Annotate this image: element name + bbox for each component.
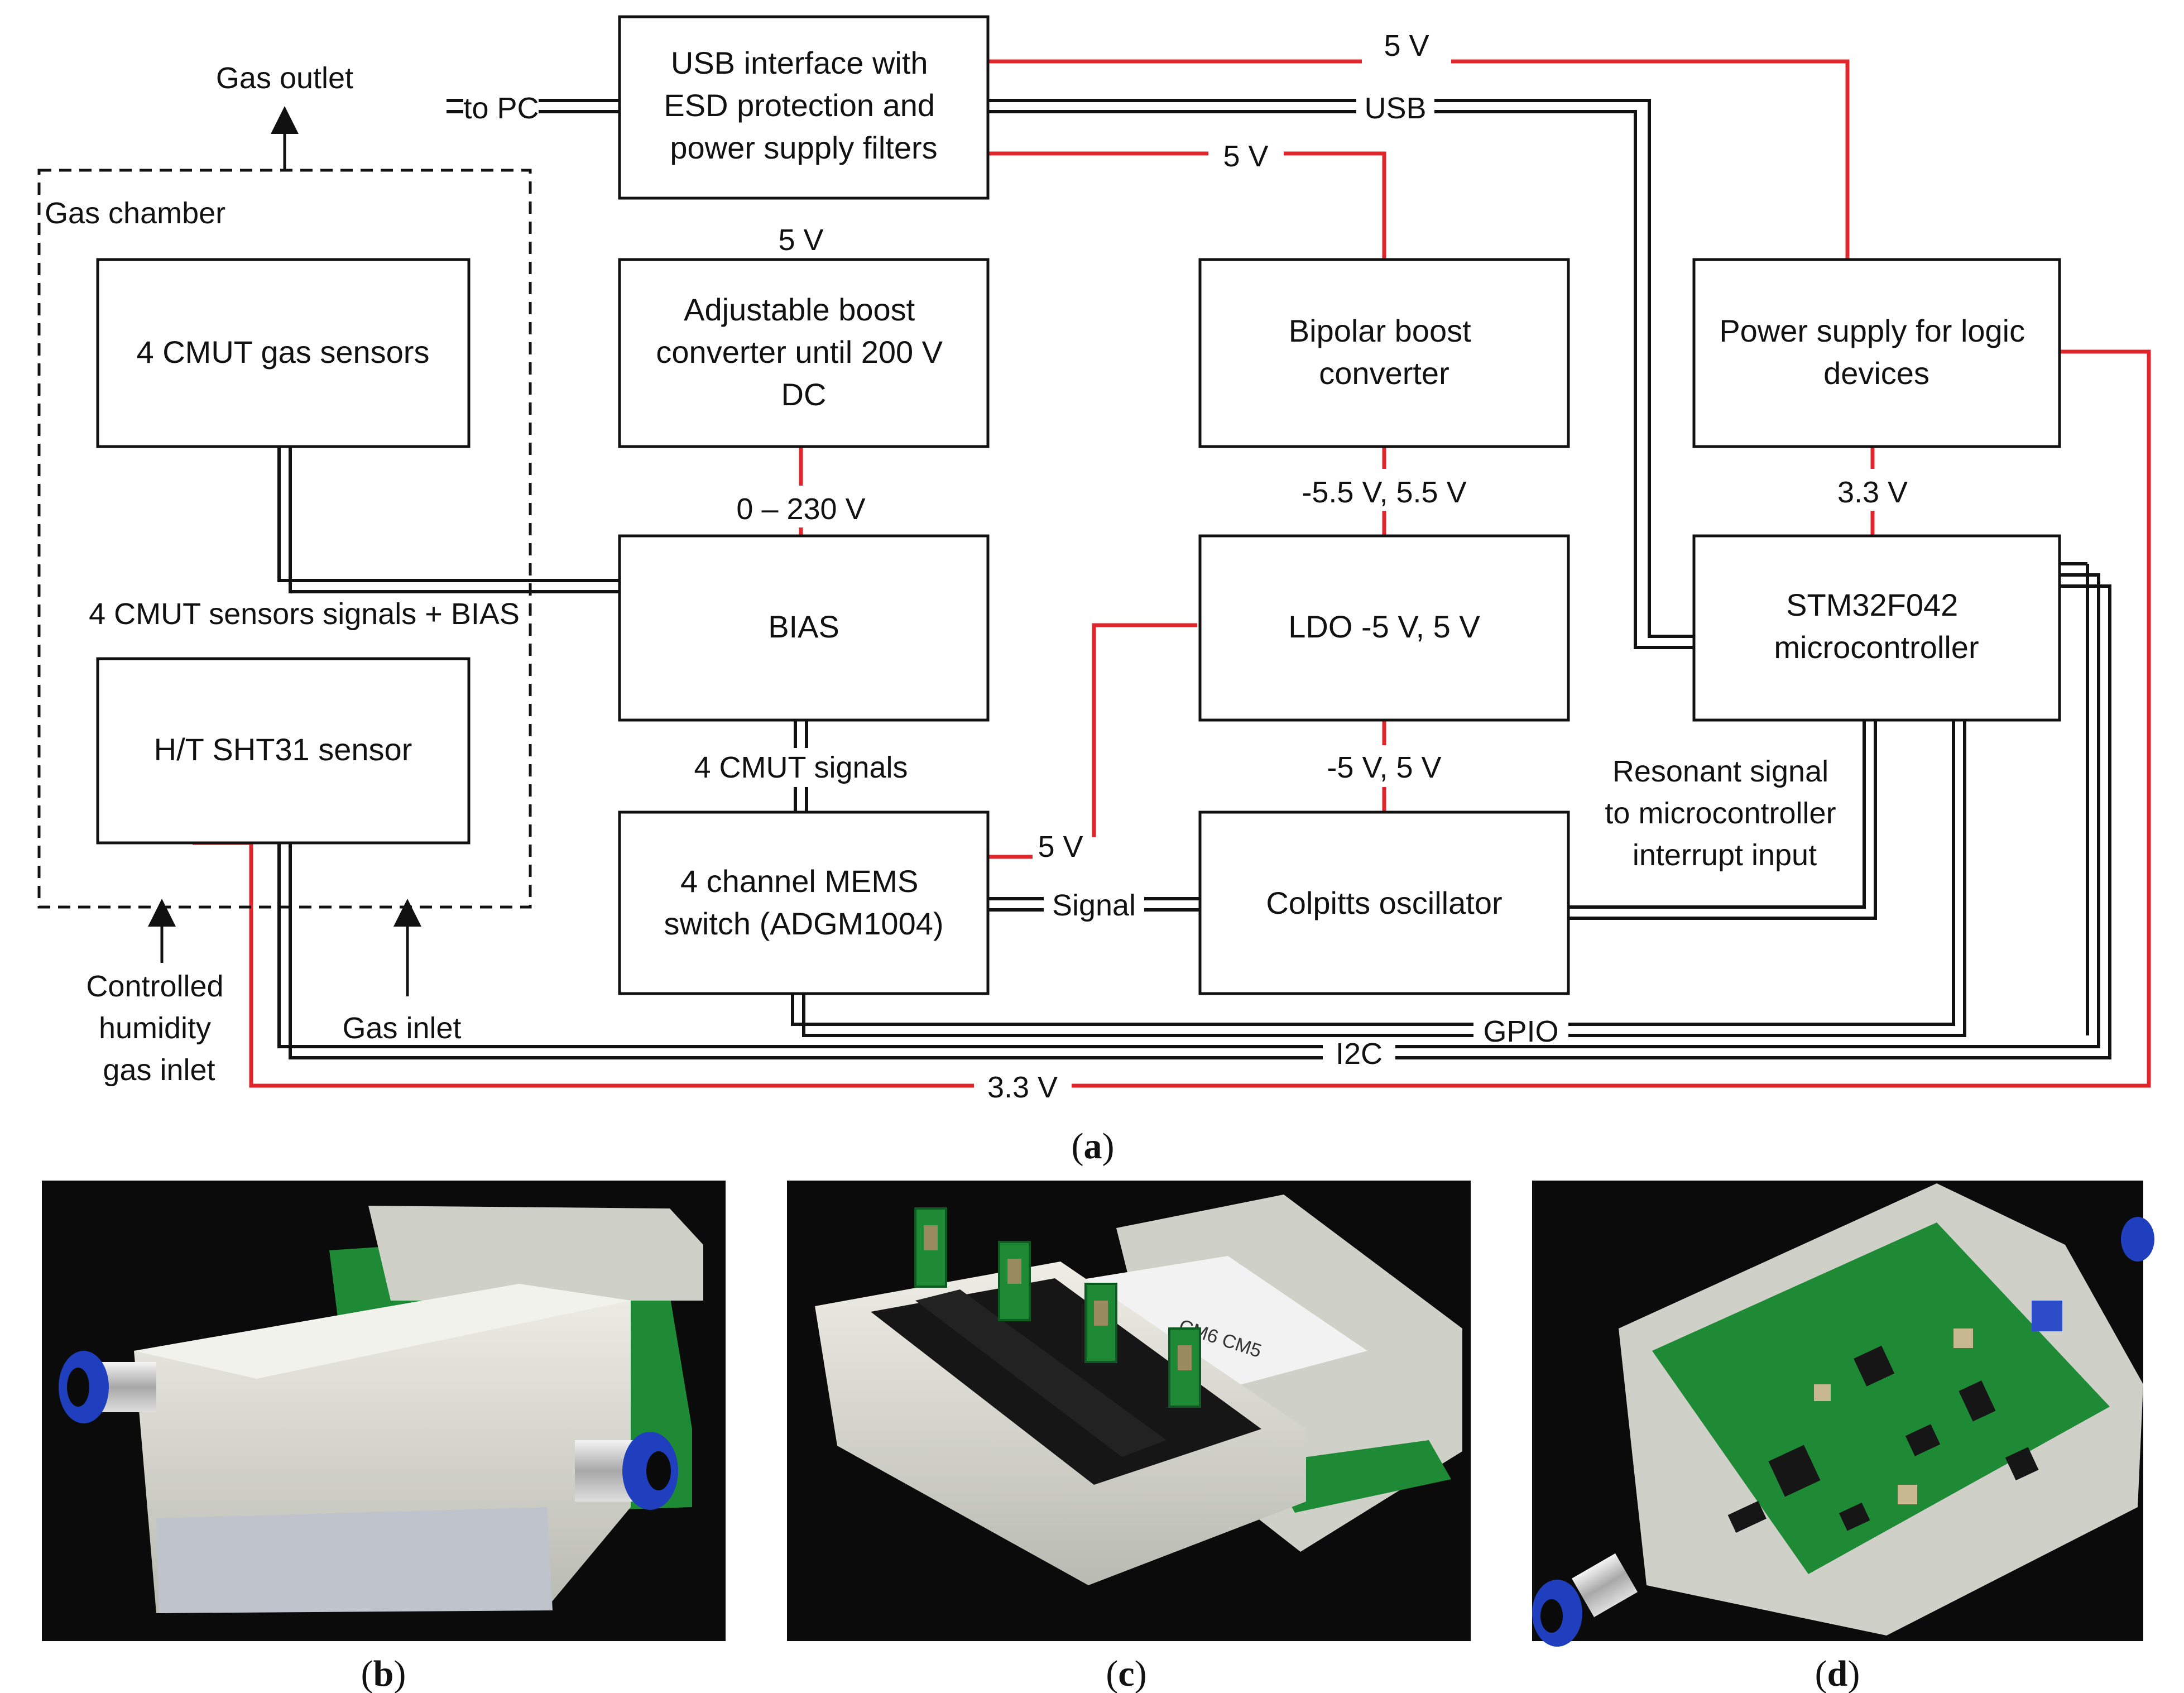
gpio-label: GPIO bbox=[1483, 1015, 1558, 1048]
boost-block-text: Adjustable boost converter until 200 V D… bbox=[656, 292, 951, 412]
usb-block-text: USB interface with ESD protection and po… bbox=[664, 45, 943, 165]
gas-inlet-label: Gas inlet bbox=[342, 1011, 461, 1045]
usb-5v-label: 5 V bbox=[778, 223, 823, 257]
blocks bbox=[96, 15, 2061, 995]
caption-d: (d) bbox=[1815, 1653, 1860, 1693]
block-cmut-sensors bbox=[96, 258, 471, 448]
mems-block-text: 4 channel MEMS switch (ADGM1004) bbox=[664, 864, 943, 941]
mid-5v-label: 5 V bbox=[1223, 140, 1268, 173]
block-ldo bbox=[1198, 534, 1570, 722]
block-colpitts-oscillator bbox=[1198, 810, 1570, 995]
photo-d-electronics-pcb bbox=[1532, 1181, 2154, 1647]
caption-c: (c) bbox=[1106, 1653, 1146, 1693]
logic-output-label: 3.3 V bbox=[1837, 476, 1908, 509]
bottom-3v3-label: 3.3 V bbox=[987, 1071, 1058, 1104]
photo-b-sensor-chamber bbox=[42, 1181, 726, 1641]
block-mems-switch bbox=[618, 810, 990, 995]
to-pc-label: to PC bbox=[463, 92, 539, 125]
bipolar-output-label: -5.5 V, 5.5 V bbox=[1302, 476, 1466, 509]
block-bias bbox=[618, 534, 990, 722]
block-sht31-sensor bbox=[96, 657, 471, 845]
caption-a: (a) bbox=[1072, 1126, 1115, 1167]
gas-chamber-label: Gas chamber bbox=[45, 196, 225, 230]
block-boost-converter bbox=[618, 258, 990, 448]
signal-wires bbox=[277, 99, 2111, 1059]
logic-psu-block-text: Power supply for logic devices bbox=[1719, 313, 2033, 391]
block-bipolar-boost bbox=[1198, 258, 1570, 448]
bipolar-block-text: Bipolar boost converter bbox=[1289, 313, 1480, 391]
mems-5v-label: 5 V bbox=[1038, 830, 1083, 864]
caption-b: (b) bbox=[361, 1653, 406, 1693]
gas-flow-arrows bbox=[148, 106, 421, 996]
block-logic-power-supply bbox=[1692, 258, 2061, 448]
photo-c-open-chamber: CM6 CM5 bbox=[787, 1181, 1471, 1641]
block-diagram: USB interface with ESD protection and po… bbox=[37, 15, 2151, 1167]
power-wires bbox=[193, 59, 2151, 1088]
i2c-label: I2C bbox=[1336, 1037, 1383, 1071]
ldo-output-label: -5 V, 5 V bbox=[1327, 751, 1441, 784]
resonant-signal-label: Resonant signal to microcontroller inter… bbox=[1605, 755, 1844, 872]
humidity-inlet-label: Controlled humidity gas inlet bbox=[86, 970, 232, 1087]
block-usb-interface bbox=[618, 15, 990, 200]
usb-bus-label: USB bbox=[1364, 92, 1426, 125]
block-microcontroller bbox=[1692, 534, 2061, 722]
sensors-bias-label: 4 CMUT sensors signals + BIAS bbox=[89, 597, 520, 631]
colpitts-block-text: Colpitts oscillator bbox=[1266, 885, 1502, 920]
sht31-block-text: H/T SHT31 sensor bbox=[154, 732, 412, 767]
bias-block-text: BIAS bbox=[768, 609, 839, 644]
top-5v-label: 5 V bbox=[1384, 29, 1429, 63]
cmut-block-text: 4 CMUT gas sensors bbox=[137, 334, 430, 370]
gas-outlet-label: Gas outlet bbox=[216, 61, 353, 95]
signal-label: Signal bbox=[1052, 889, 1136, 922]
ldo-block-text: LDO -5 V, 5 V bbox=[1288, 609, 1480, 644]
boost-output-label: 0 – 230 V bbox=[736, 492, 865, 526]
mcu-block-text: STM32F042 microcontroller bbox=[1774, 587, 1979, 665]
cmut-signals-label: 4 CMUT signals bbox=[694, 751, 908, 784]
